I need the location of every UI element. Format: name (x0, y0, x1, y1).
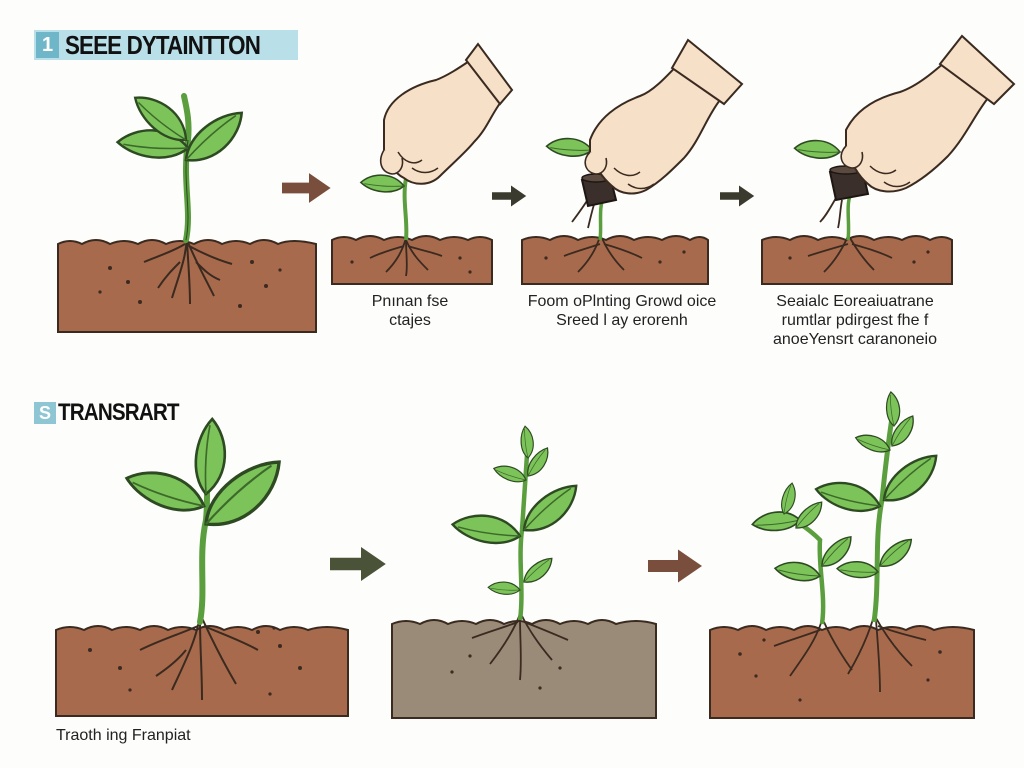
root-plug-icon (828, 165, 870, 202)
leaf-icon (792, 131, 843, 167)
caption-step-2: Pnınan fse ctajes (350, 292, 470, 330)
arrow-right-icon (720, 185, 755, 207)
roots (369, 237, 443, 277)
panel-6-gray-soil (391, 425, 657, 719)
leaf-icon (835, 553, 881, 586)
roots (139, 615, 259, 701)
leaf-icon (873, 536, 919, 571)
caption-line: rumtlar pdirgest fhe f (781, 312, 929, 329)
panel-4-planting (761, 34, 1016, 285)
panel-5-seedling (55, 416, 349, 717)
section-1-number: 1 (36, 32, 60, 58)
section-1-title: SEEE DYTAINTTON (65, 29, 261, 60)
caption-line: anoeYensrt caranoneio (773, 331, 937, 348)
section-2-title: TRANSRART (58, 399, 180, 426)
panel-2-hand-seedling (331, 42, 514, 285)
caption-line: Foom oPlnting Growd oice (527, 293, 717, 310)
leaf-icon (789, 499, 829, 532)
arrow-right-icon (492, 185, 527, 207)
section-1-heading: 1 SEEE DYTAINTTON (34, 30, 298, 60)
arrow-right-icon (330, 546, 386, 582)
leaf-icon (517, 425, 537, 460)
hand-icon (379, 42, 514, 185)
leaf-icon (486, 575, 522, 601)
section-2-heading: S TRANSRART (34, 398, 198, 428)
caption-step-4: Seaialc Eoreaiuatrane rumtlar pdirgest f… (762, 292, 948, 349)
caption-section-2: Traoth ing Franpiat (56, 727, 191, 744)
roots (807, 197, 893, 273)
hand-icon (584, 38, 744, 195)
caption-line: Seaialc Eoreaiuatrane (776, 293, 934, 310)
leaf-icon (492, 457, 529, 490)
caption-line: Sreed l ay erorenh (556, 312, 688, 329)
leaf-icon (750, 506, 802, 537)
leaf-icon (882, 390, 904, 428)
roots (143, 235, 233, 305)
leaf-icon (518, 555, 559, 586)
caption-step-3: Foom oPlnting Growd oice Sreed l ay eror… (518, 292, 726, 330)
caption-line: Pnınan fse (371, 293, 449, 310)
soil-dots (98, 260, 282, 308)
soil-block (761, 235, 953, 285)
leaf-icon (449, 500, 525, 558)
hand-icon (840, 34, 1016, 193)
panel-3-root-plug (521, 38, 744, 285)
panel-7-two-plants (709, 390, 975, 719)
section-2-number: S (34, 402, 57, 424)
roots (563, 195, 643, 273)
leaf-icon (812, 467, 885, 526)
arrow-right-icon (282, 173, 331, 203)
leaf-icon (774, 481, 803, 517)
soil-block (709, 625, 975, 719)
arrow-right-icon (648, 549, 702, 583)
roots (773, 615, 927, 693)
panel-1-seedling (57, 82, 317, 333)
caption-line: ctajes (389, 312, 431, 329)
soil-block (391, 619, 657, 719)
leaf-icon (773, 552, 823, 591)
soil-block (331, 235, 493, 285)
